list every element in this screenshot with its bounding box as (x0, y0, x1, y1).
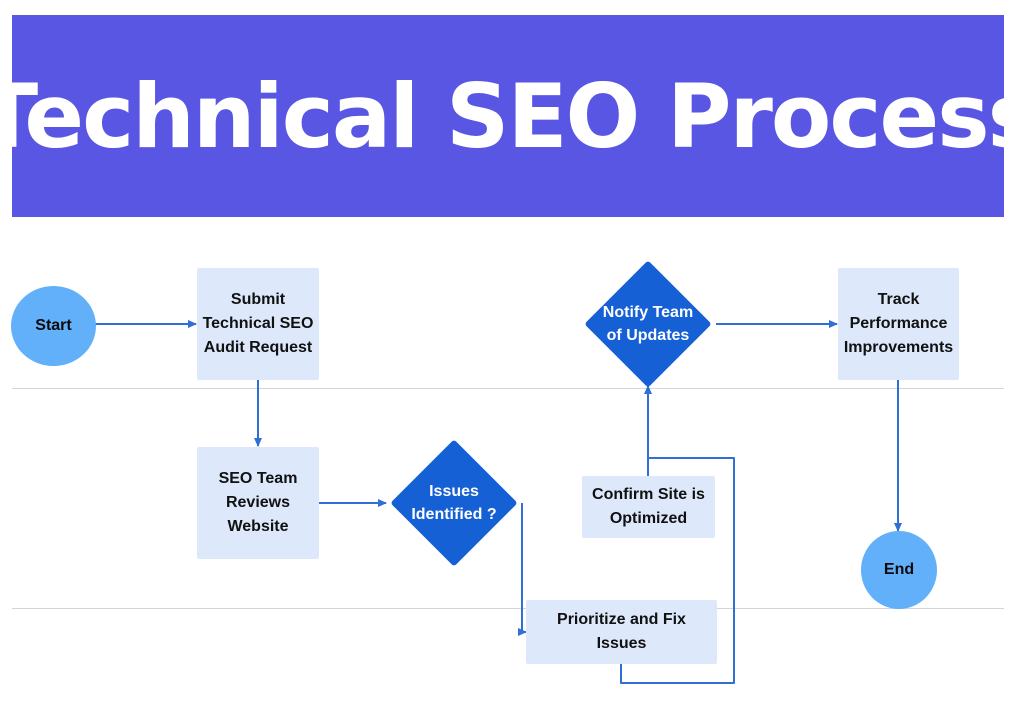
page-title: Technical SEO Process (0, 64, 1024, 168)
notify-team-label: Notify Team of Updates (602, 304, 694, 344)
track-performance-step: Track Performance Improvements (838, 268, 959, 380)
connector-decision-to-prioritize (518, 503, 527, 636)
swimlane-divider-2 (12, 608, 1004, 609)
issues-identified-decision: Issues Identified ? (386, 439, 522, 567)
start-node: Start (11, 286, 96, 366)
team-reviews-label: SEO Team Reviews Website (218, 470, 298, 535)
swimlane-divider-1 (12, 388, 1004, 389)
end-label: End (883, 561, 915, 578)
title-banner: Technical SEO Process (0, 15, 1024, 217)
track-performance-label: Track Performance Improvements (843, 291, 954, 356)
prioritize-fix-label: Prioritize and Fix Issues (557, 611, 686, 652)
notify-team-decision: Notify Team of Updates (580, 260, 716, 388)
connector-prioritize-to-confirm (620, 457, 735, 684)
submit-request-step: Submit Technical SEO Audit Request (197, 268, 319, 380)
prioritize-fix-step: Prioritize and Fix Issues (526, 600, 717, 664)
confirm-optimized-step: Confirm Site is Optimized (582, 476, 715, 538)
issues-identified-label: Issues Identified ? (411, 483, 497, 523)
team-reviews-step: SEO Team Reviews Website (197, 447, 319, 559)
start-label: Start (35, 317, 72, 334)
end-node: End (861, 531, 937, 609)
confirm-optimized-label: Confirm Site is Optimized (592, 486, 705, 527)
submit-request-label: Submit Technical SEO Audit Request (202, 291, 314, 356)
